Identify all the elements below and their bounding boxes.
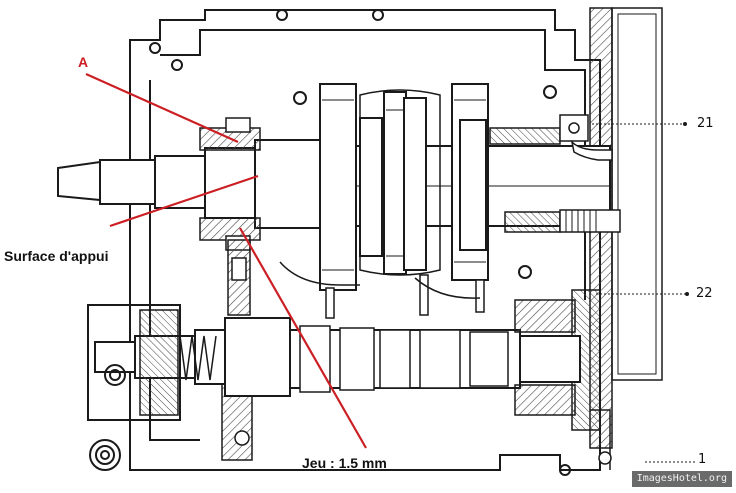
shaft-right-end bbox=[489, 114, 621, 233]
watermark-text: ImagesHotel.org bbox=[631, 471, 732, 487]
reference-dots bbox=[683, 122, 689, 296]
housing-bolt-holes bbox=[149, 9, 571, 476]
ref-number-21: 21 bbox=[697, 116, 714, 131]
annotation-lines bbox=[85, 72, 367, 449]
selector-rods bbox=[279, 261, 485, 319]
right-lower-housing bbox=[514, 299, 612, 470]
ref-number-22: 22 bbox=[696, 286, 713, 301]
label-a: A bbox=[78, 54, 89, 70]
reference-leaders bbox=[592, 123, 695, 463]
ref-number-1: 1 bbox=[698, 452, 707, 467]
leader-surface-appui bbox=[109, 174, 259, 228]
label-surface-appui: Surface d'appui bbox=[4, 248, 109, 264]
label-jeu: Jeu : 1.5 mm bbox=[302, 455, 387, 471]
gear-tooth-lines bbox=[322, 99, 486, 271]
synchro-hub bbox=[359, 89, 441, 276]
leader-jeu bbox=[239, 227, 367, 449]
main-shaft-gears bbox=[319, 83, 489, 291]
leader-a bbox=[85, 72, 239, 144]
layshaft-spring bbox=[179, 335, 217, 381]
left-lower-housing bbox=[87, 304, 181, 471]
